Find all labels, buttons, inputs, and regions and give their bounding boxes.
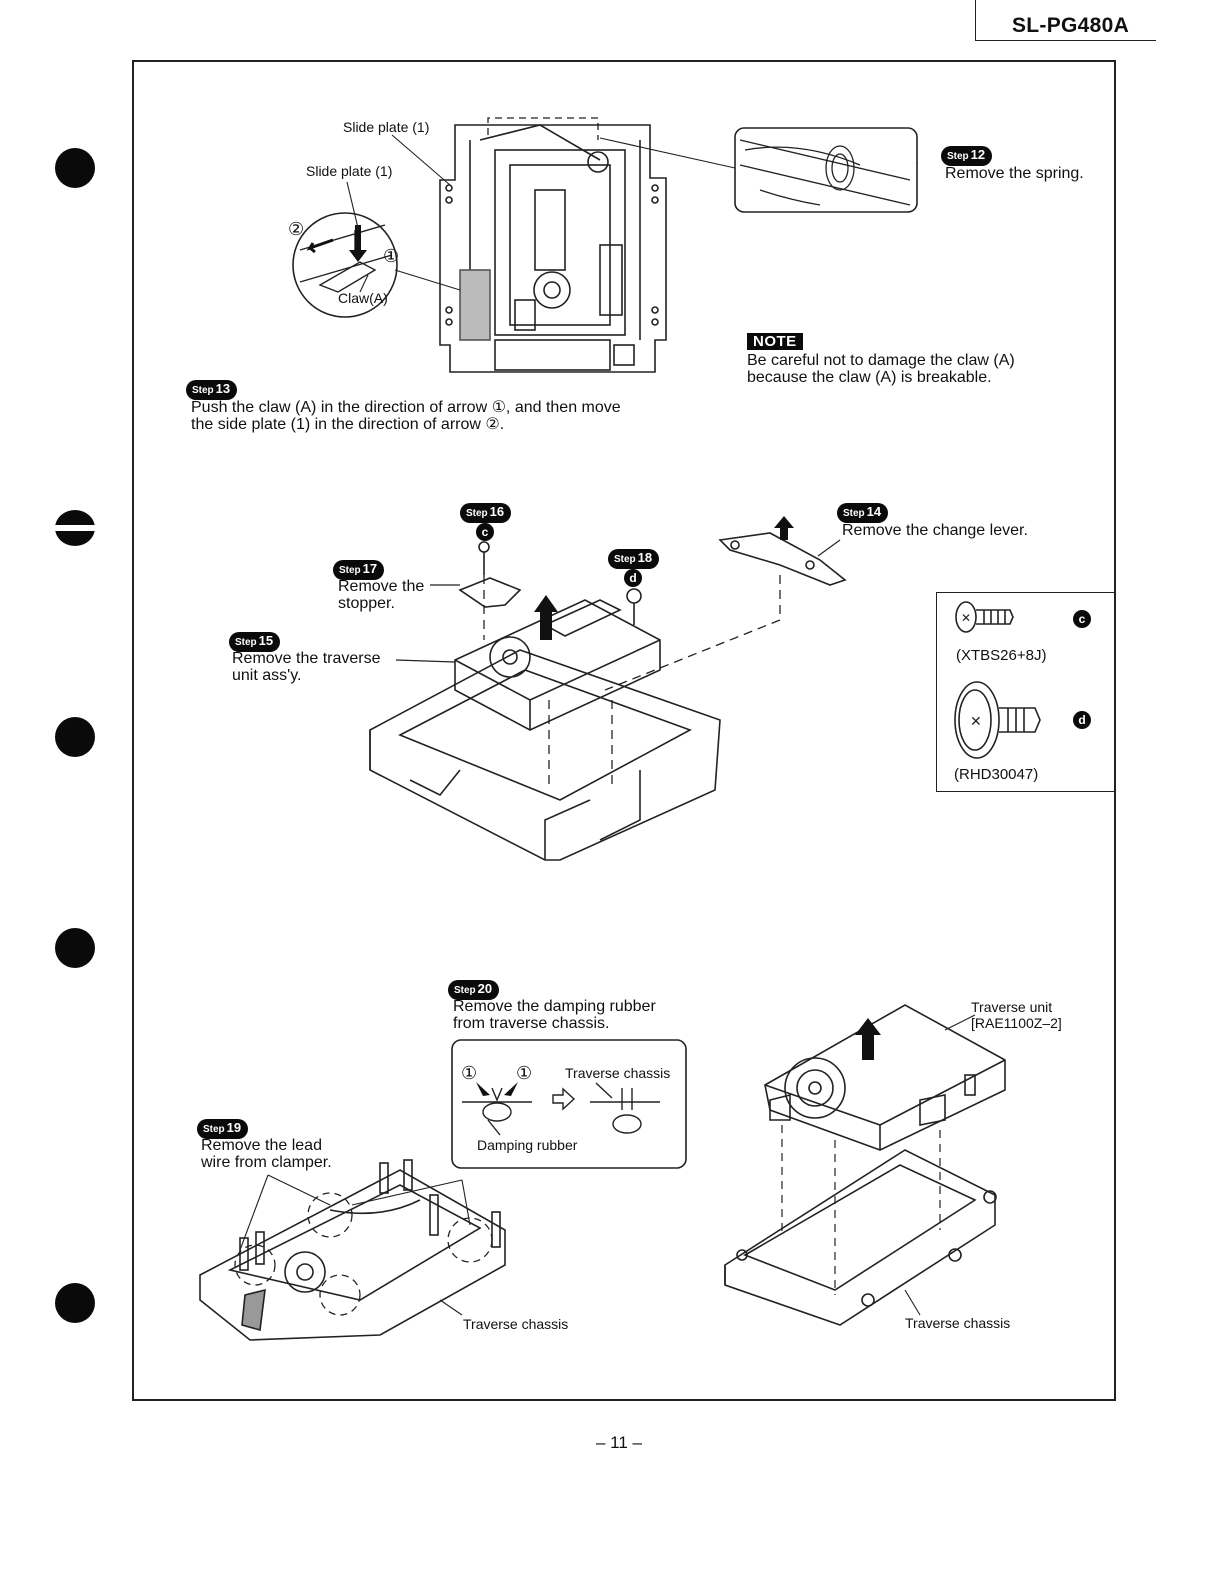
step-12-text: Remove the spring.: [945, 165, 1084, 182]
legend-mark-d: d: [1073, 711, 1091, 729]
step-20-line-2: from traverse chassis.: [453, 1015, 610, 1032]
step-17-line-2: stopper.: [338, 595, 395, 612]
step-19-line-2: wire from clamper.: [201, 1154, 332, 1171]
screw-mark-d: d: [624, 569, 642, 587]
label-traverse-unit-line-2: [RAE1100Z–2]: [971, 1015, 1062, 1031]
arrow1-marker: ①: [383, 246, 400, 266]
screw-legend: [936, 592, 1116, 792]
binder-hole: [55, 928, 95, 968]
step-13-line-2: the side plate (1) in the direction of a…: [191, 416, 505, 433]
legend-mark-c: c: [1073, 610, 1091, 628]
legend-part-c: (XTBS26+8J): [956, 647, 1047, 664]
binder-hole: [55, 510, 95, 546]
label-traverse-unit-line-1: Traverse unit: [971, 999, 1053, 1015]
inset-arrow1-right: ①: [516, 1063, 533, 1083]
label-claw: Claw(A): [338, 290, 388, 306]
label-traverse-chassis-left: Traverse chassis: [463, 1316, 569, 1332]
legend-part-d: (RHD30047): [954, 766, 1039, 783]
step-20-line-1: Remove the damping rubber: [453, 998, 656, 1015]
arrow2-marker: ②: [288, 219, 305, 239]
binder-hole: [55, 717, 95, 757]
step-15-line-1: Remove the traverse: [232, 650, 381, 667]
step-13-line-1: Push the claw (A) in the direction of ar…: [191, 399, 621, 416]
inset-arrow1-left: ①: [461, 1063, 478, 1083]
note-line-1: Be careful not to damage the claw (A): [747, 352, 1015, 369]
label-slide-plate-left: Slide plate (1): [306, 163, 393, 179]
binder-hole: [55, 148, 95, 188]
screw-mark-c: c: [476, 523, 494, 541]
label-traverse-chassis-right: Traverse chassis: [905, 1315, 1011, 1331]
svg-text:✕: ✕: [961, 611, 971, 625]
model-box: [975, 0, 1156, 41]
step-14-text: Remove the change lever.: [842, 522, 1028, 539]
page-number: – 11 –: [596, 1433, 643, 1452]
label-slide-plate-top: Slide plate (1): [343, 119, 430, 135]
step-19-line-1: Remove the lead: [201, 1137, 322, 1154]
label-damping-rubber: Damping rubber: [477, 1137, 578, 1153]
binder-hole: [55, 1283, 95, 1323]
note-line-2: because the claw (A) is breakable.: [747, 369, 992, 386]
svg-text:✕: ✕: [970, 714, 982, 730]
step-17-line-1: Remove the: [338, 578, 425, 595]
note-badge: NOTE: [747, 333, 803, 351]
step-15-line-2: unit ass'y.: [232, 667, 302, 684]
label-traverse-chassis-inset: Traverse chassis: [565, 1065, 671, 1081]
model-number: SL-PG480A: [1012, 14, 1130, 37]
